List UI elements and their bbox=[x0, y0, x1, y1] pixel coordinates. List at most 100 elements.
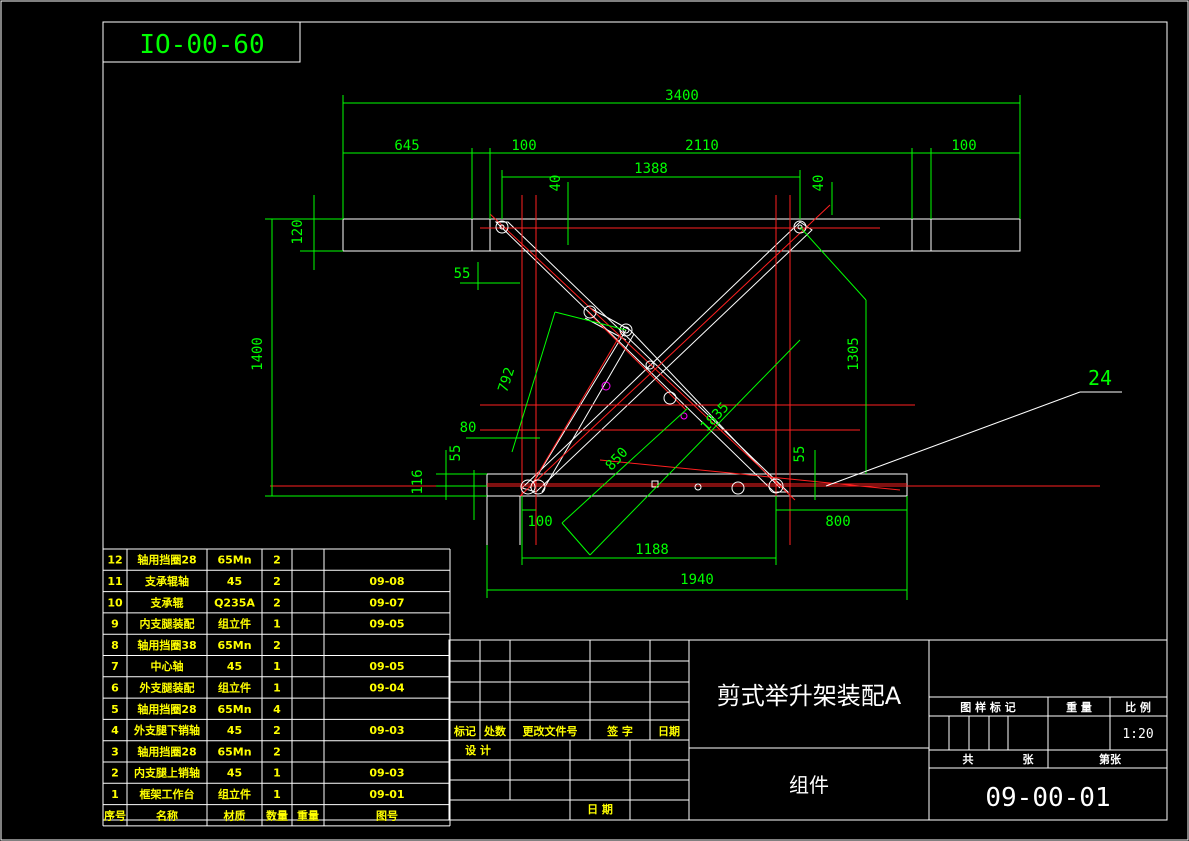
parts-cell-no: 2 bbox=[111, 767, 119, 780]
parts-cell-material: Q235A bbox=[214, 596, 255, 609]
rev-doc-label: 更改文件号 bbox=[523, 724, 578, 738]
parts-cell-name: 内支腿装配 bbox=[140, 617, 195, 631]
parts-cell-qty: 2 bbox=[273, 724, 281, 737]
dim-100-top-left: 100 bbox=[511, 138, 536, 154]
dim-40-right: 40 bbox=[811, 175, 827, 192]
pin-top-right bbox=[793, 220, 807, 234]
dim-120: 120 bbox=[290, 219, 306, 244]
parts-cell-name: 中心轴 bbox=[151, 659, 184, 673]
base-frame bbox=[486, 473, 908, 497]
parts-cell-no: 7 bbox=[111, 660, 119, 673]
parts-cell-drawing: 09-04 bbox=[369, 681, 405, 694]
parts-cell-no: 10 bbox=[107, 596, 123, 609]
parts-cell-material: 65Mn bbox=[217, 554, 251, 567]
scissor-arms bbox=[494, 221, 813, 493]
arm-centerlines bbox=[489, 204, 831, 501]
parts-cell-material: 65Mn bbox=[217, 703, 251, 716]
dim-2110: 2110 bbox=[685, 138, 719, 154]
dim-55-right: 55 bbox=[792, 446, 808, 463]
parts-cell-qty: 4 bbox=[273, 703, 281, 716]
parts-header-material: 材质 bbox=[224, 808, 246, 822]
drawing-title: 剪式举升架装配A bbox=[717, 682, 902, 710]
callout-leader bbox=[825, 391, 1081, 487]
mark-label: 图 样 标 记 bbox=[960, 700, 1016, 714]
parts-cell-name: 轴用挡圈28 bbox=[137, 702, 196, 716]
parts-cell-name: 轴用挡圈28 bbox=[137, 744, 196, 758]
top-platform bbox=[342, 218, 1021, 252]
dim-100-bottom: 100 bbox=[527, 514, 552, 530]
pins bbox=[495, 220, 807, 495]
parts-header-drawing: 图号 bbox=[376, 809, 398, 822]
dim-1305: 1305 bbox=[846, 337, 862, 371]
dim-40-left: 40 bbox=[548, 175, 564, 192]
rev-count-label: 处数 bbox=[483, 724, 507, 738]
parts-cell-qty: 2 bbox=[273, 554, 281, 567]
parts-cell-no: 9 bbox=[111, 618, 119, 631]
callout-24: 24 bbox=[1088, 366, 1112, 390]
parts-cell-drawing: 09-03 bbox=[369, 767, 404, 780]
dim-1400: 1400 bbox=[250, 337, 266, 371]
parts-cell-qty: 2 bbox=[273, 745, 281, 758]
parts-cell-name: 轴用挡圈28 bbox=[137, 553, 196, 567]
parts-header-qty: 数量 bbox=[266, 808, 288, 822]
parts-cell-qty: 2 bbox=[273, 639, 281, 652]
parts-cell-qty: 1 bbox=[273, 788, 281, 801]
dim-1940: 1940 bbox=[680, 572, 714, 588]
sheet-no-label: 第张 bbox=[1099, 752, 1122, 766]
parts-cell-no: 5 bbox=[111, 703, 119, 716]
dimension-lines bbox=[265, 95, 1021, 600]
weight-label: 重 量 bbox=[1066, 700, 1092, 714]
parts-cell-name: 外支腿装配 bbox=[139, 680, 195, 694]
parts-cell-qty: 1 bbox=[273, 618, 281, 631]
parts-cell-drawing: 09-05 bbox=[369, 660, 404, 673]
dim-55-left: 55 bbox=[448, 445, 464, 462]
parts-cell-no: 1 bbox=[111, 788, 119, 801]
parts-cell-material: 45 bbox=[227, 660, 242, 673]
construction-lines bbox=[270, 195, 1100, 545]
code-box bbox=[102, 21, 301, 63]
scale-label: 比 例 bbox=[1125, 700, 1151, 714]
parts-cell-name: 内支腿上销轴 bbox=[134, 766, 200, 780]
parts-cell-no: 8 bbox=[111, 639, 119, 652]
parts-cell-drawing: 09-07 bbox=[369, 596, 404, 609]
parts-cell-no: 12 bbox=[107, 554, 122, 567]
parts-cell-material: 45 bbox=[227, 575, 242, 588]
dim-116: 116 bbox=[410, 469, 426, 494]
dim-100-top-right: 100 bbox=[951, 138, 976, 154]
parts-cell-drawing: 09-03 bbox=[369, 724, 404, 737]
drawing-number: 09-00-01 bbox=[985, 783, 1110, 813]
dim-1188: 1188 bbox=[635, 542, 669, 558]
parts-cell-material: 65Mn bbox=[217, 745, 251, 758]
parts-cell-name: 支承辊轴 bbox=[144, 574, 189, 588]
parts-header-weight: 重量 bbox=[297, 808, 319, 822]
pin-bottom-right bbox=[768, 478, 784, 494]
parts-cell-qty: 1 bbox=[273, 660, 281, 673]
dim-1388: 1388 bbox=[634, 161, 668, 177]
pin-bottom-left bbox=[520, 479, 536, 495]
parts-cell-no: 4 bbox=[111, 724, 119, 737]
parts-cell-name: 轴用挡圈38 bbox=[137, 638, 196, 652]
title-block: 标记 处数 更改文件号 签 字 日期 设 计 日 期 剪式举升架装配A 组件 图… bbox=[448, 639, 1168, 821]
parts-cell-name: 外支腿下销轴 bbox=[133, 723, 200, 737]
date-label: 日 期 bbox=[587, 802, 613, 816]
parts-cell-material: 组立件 bbox=[218, 787, 251, 801]
parts-cell-name: 支承辊 bbox=[150, 595, 184, 609]
dim-55-top: 55 bbox=[454, 266, 471, 282]
parts-cell-material: 组立件 bbox=[218, 680, 251, 694]
rev-mark-label: 标记 bbox=[453, 724, 476, 738]
rev-sign-label: 签 字 bbox=[606, 724, 633, 738]
parts-cell-qty: 1 bbox=[273, 767, 281, 780]
parts-cell-qty: 2 bbox=[273, 596, 281, 609]
scissor-lift-view: 3400 645 100 2110 100 1388 40 40 120 140… bbox=[250, 88, 1122, 600]
parts-cell-drawing: 09-08 bbox=[369, 575, 404, 588]
parts-cell-no: 3 bbox=[111, 745, 119, 758]
pin-top-left bbox=[495, 220, 509, 234]
total-label: 共 bbox=[963, 752, 974, 766]
parts-header-no: 序号 bbox=[104, 808, 126, 822]
rev-date-label: 日期 bbox=[658, 724, 680, 738]
design-label: 设 计 bbox=[465, 743, 491, 757]
dim-792: 792 bbox=[495, 365, 518, 394]
parts-cell-name: 框架工作台 bbox=[140, 787, 195, 801]
